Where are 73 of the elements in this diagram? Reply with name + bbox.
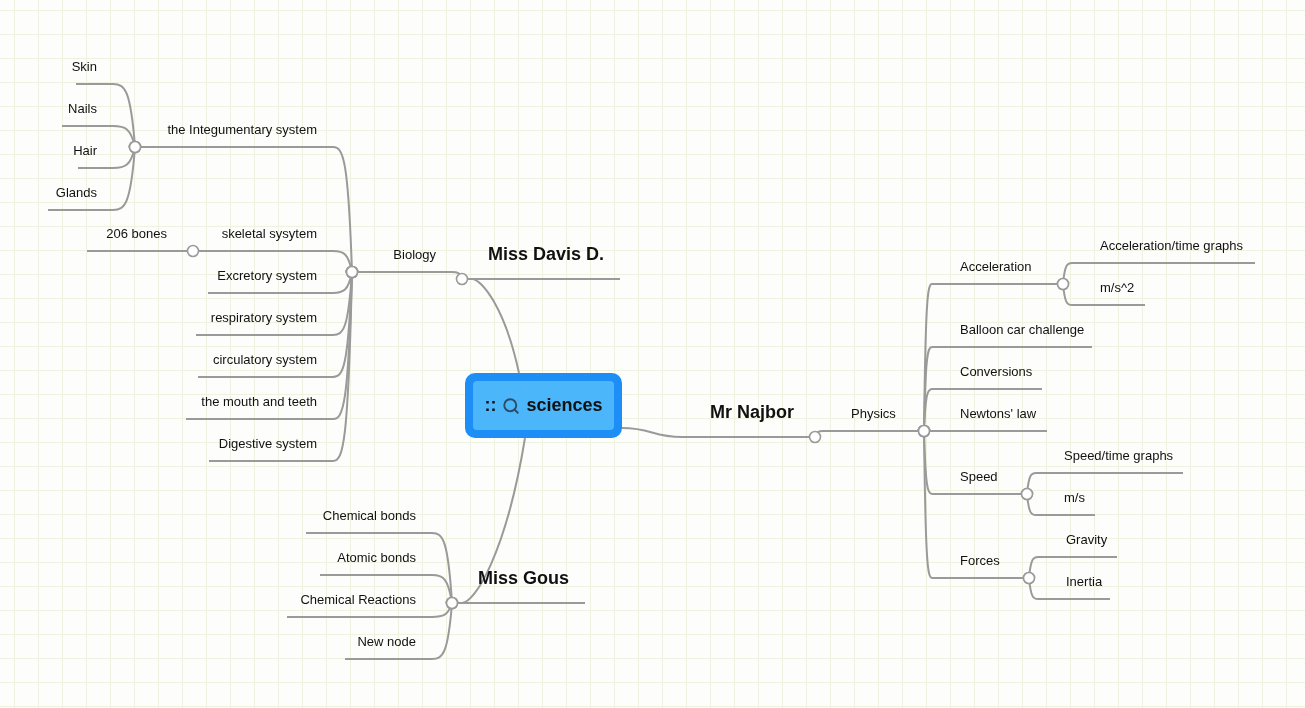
branch-topic	[87, 226, 183, 252]
branch-topic	[932, 469, 1017, 495]
branch-topic	[203, 226, 333, 252]
branch-topic	[320, 550, 432, 576]
branch-topic	[345, 634, 432, 660]
branch-topic	[1038, 532, 1117, 558]
branch-topic	[306, 508, 432, 534]
branch-topic	[472, 244, 620, 280]
branch-connector	[451, 271, 473, 286]
topic-label: circulatory system	[212, 352, 317, 368]
topic-label: Chemical bonds	[322, 508, 416, 524]
branch-topic	[209, 436, 333, 462]
central-topic-box	[465, 373, 622, 438]
topic-label: New node	[357, 634, 416, 650]
topic-label: Mr Najbor	[710, 402, 794, 424]
branch-connector	[471, 278, 520, 374]
branch-topic	[932, 553, 1019, 579]
branch-topic	[823, 406, 914, 432]
topic-label: Biology	[393, 247, 436, 263]
branch-topic	[362, 247, 452, 273]
branch-topic	[198, 352, 333, 378]
topic-label: Speed	[960, 469, 998, 485]
topic-label: Gravity	[1066, 532, 1108, 548]
branch-topic	[1072, 280, 1145, 306]
topic-label: m/s	[1064, 490, 1085, 506]
branch-connector	[461, 437, 526, 604]
branch-topic	[932, 259, 1053, 285]
topic-label: 206 bones	[106, 226, 167, 242]
topic-label: Atomic bonds	[337, 550, 416, 566]
topic-label: skeletal sysytem	[221, 226, 317, 242]
topic-label: Newtons' law	[960, 406, 1037, 422]
topic-label: Excretory system	[217, 268, 317, 284]
topic-label: Physics	[851, 406, 896, 422]
topic-label: Digestive system	[218, 436, 317, 452]
branch-topic	[1072, 238, 1255, 264]
topic-label: the mouth and teeth	[201, 394, 317, 410]
branch-topic	[1036, 490, 1095, 516]
topic-label: ::	[484, 394, 497, 417]
topic-label: Balloon car challenge	[960, 322, 1085, 338]
branch-topic	[287, 592, 432, 618]
topic-label: sciences	[526, 394, 603, 417]
topic-label: Forces	[960, 553, 1000, 569]
topic-label: respiratory system	[210, 310, 317, 326]
branch-connector	[804, 430, 824, 444]
branch-topic	[1038, 574, 1110, 600]
branch-topic	[48, 185, 113, 211]
branch-topic	[1036, 448, 1183, 474]
topic-label: Acceleration/time graphs	[1100, 238, 1244, 254]
branch-connector	[621, 427, 683, 438]
branch-topic	[145, 122, 333, 148]
topic-label: Conversions	[960, 364, 1033, 380]
branch-topic	[196, 310, 333, 336]
branch-topic	[932, 322, 1092, 348]
branch-topic	[932, 364, 1042, 390]
topic-label: Skin	[71, 59, 97, 75]
branch-topic	[62, 101, 113, 127]
topic-label: Acceleration	[960, 259, 1032, 275]
branch-topic	[462, 568, 585, 604]
branch-topic	[932, 406, 1047, 432]
topic-label: m/s^2	[1100, 280, 1135, 296]
branch-connector	[182, 244, 204, 258]
topic-label: the Integumentary system	[167, 122, 317, 138]
topic-label: Miss Gous	[477, 568, 569, 590]
topic-label: Miss Davis D.	[487, 244, 604, 266]
branch-topic	[186, 394, 333, 420]
topic-label: Inertia	[1066, 574, 1103, 590]
topic-label: Chemical Reactions	[300, 592, 416, 608]
branch-topic	[682, 402, 805, 438]
topic-label: Nails	[68, 101, 97, 117]
branch-topic	[208, 268, 333, 294]
topic-label: Glands	[55, 185, 97, 201]
topic-label: Hair	[73, 143, 97, 159]
topic-label: Speed/time graphs	[1064, 448, 1174, 464]
